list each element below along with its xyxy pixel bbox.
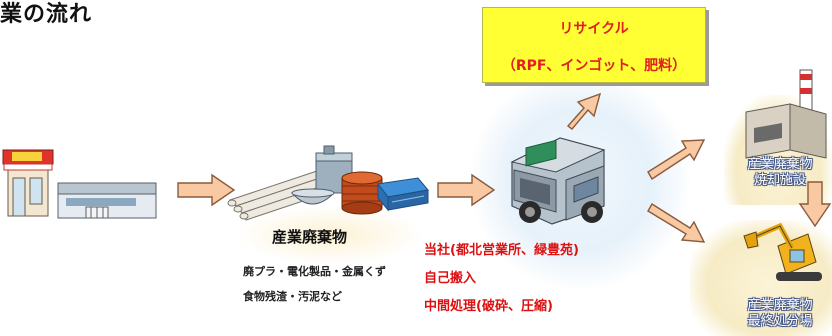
- landfill-facility-label: 産業廃棄物 最終処分場: [730, 298, 830, 330]
- arrow-to-waste: [177, 173, 236, 207]
- recycle-box: リサイクル （RPF、インゴット、肥料）: [482, 7, 706, 83]
- waste-background: [235, 205, 425, 265]
- incineration-facility-label: 産業廃棄物 焼却施設: [730, 157, 830, 189]
- crate: [377, 177, 429, 212]
- industrial-waste-label: 産業廃棄物: [272, 228, 348, 246]
- arrow-down-to-landfill: [798, 181, 832, 228]
- garbage-truck-icon: [510, 137, 606, 225]
- incinerator-icon: [745, 69, 827, 159]
- bowl: [290, 188, 336, 205]
- shop-icon: [2, 149, 54, 217]
- self-transport-label: 自己搬入: [424, 271, 477, 286]
- arrow-to-incineration: [647, 139, 706, 180]
- arrow-to-recycle: [566, 92, 602, 130]
- page-title: 業の流れ: [0, 2, 93, 27]
- intermediate-processing-label: 中間処理(破砕、圧縮): [424, 299, 553, 314]
- incineration-line-1: 産業廃棄物: [747, 157, 813, 172]
- waste-examples-1: 廃プラ・電化製品・金属くず: [243, 265, 386, 278]
- company-label: 当社(都北営業所、緑豊苑): [424, 243, 579, 258]
- excavator-icon: [743, 222, 822, 281]
- incineration-line-2: 焼却施設: [753, 173, 806, 188]
- recycle-products: （RPF、インゴット、肥料）: [501, 58, 687, 74]
- recycle-label: リサイクル: [559, 21, 629, 37]
- landfill-line-1: 産業廃棄物: [747, 298, 813, 313]
- waste-pile-icon: [227, 145, 429, 221]
- arrow-to-truck: [437, 173, 496, 207]
- coils: [341, 171, 383, 215]
- landfill-line-2: 最終処分場: [747, 314, 813, 329]
- waste-examples-2: 食物残渣・汚泥など: [243, 290, 342, 303]
- arrow-to-landfill: [647, 203, 706, 243]
- factory-icon: [57, 182, 157, 219]
